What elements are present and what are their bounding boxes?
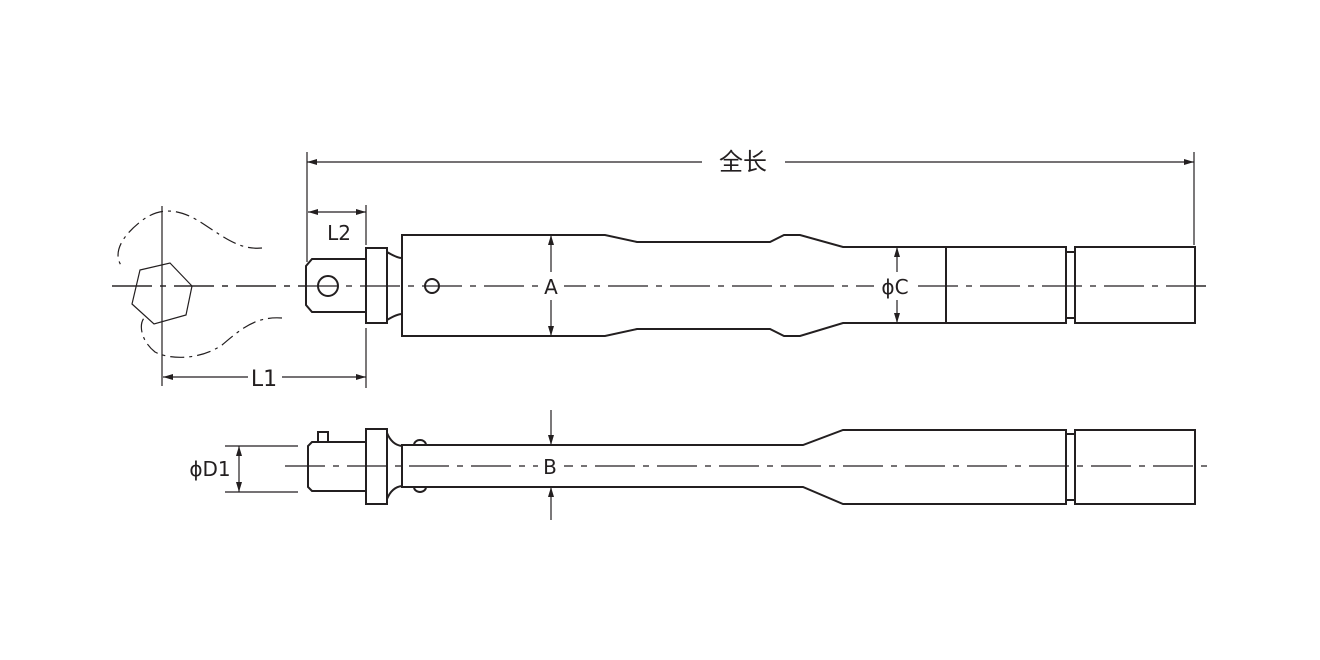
spanner-outline-top [117,210,263,269]
handle-grip-1 [945,246,1067,324]
label-l2: L2 [327,221,351,245]
handle-joint [1065,251,1076,319]
hex-nut [131,262,193,325]
label-l1: L1 [251,367,277,392]
label-b-bg [538,455,564,477]
label-a: A [544,275,558,299]
handle-grip-2 [1074,246,1196,324]
dimensions-top: 全长 L2 L1 A ϕC [163,148,1195,392]
label-phi-d1: ϕD1 [189,457,230,481]
label-overall-length: 全长 [719,148,767,176]
side-handle-joint [1065,433,1076,501]
side-handle-grip [1074,429,1196,505]
side-view [285,428,1210,505]
top-view [112,206,1210,386]
label-phi-c: ϕC [881,275,908,299]
label-b: B [543,455,557,479]
dimensions-side: ϕD1 B [189,410,564,520]
detent-button [317,431,329,443]
side-body [401,429,1067,505]
label-l2-text: L2 [327,221,351,245]
label-c-bg [874,274,916,298]
spanner-outline-bottom [140,315,283,358]
label-a-bg [538,274,564,298]
